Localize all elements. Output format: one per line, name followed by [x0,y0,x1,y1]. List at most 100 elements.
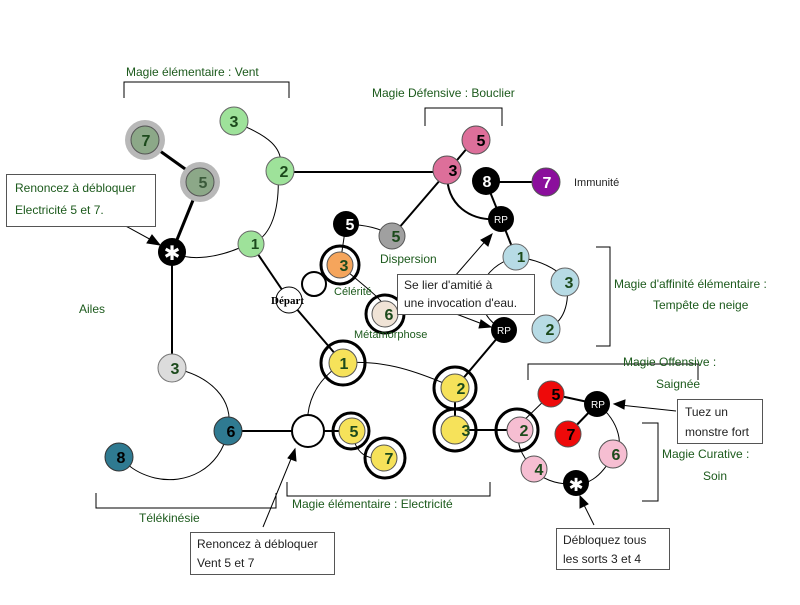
svg-text:2: 2 [520,423,529,440]
heal-node-6[interactable]: 6 [598,439,628,469]
bleed-rp-node[interactable]: RP [584,391,610,417]
svg-text:7: 7 [385,451,394,468]
bleed-node-7[interactable]: 7 [554,420,582,448]
svg-text:8: 8 [483,174,492,191]
svg-text:RP: RP [497,326,511,337]
svg-text:5: 5 [350,424,359,441]
elec-node-7[interactable]: 7 [370,444,398,472]
snow-rp-node[interactable]: RP [491,317,517,343]
svg-text:2: 2 [546,322,555,339]
svg-text:1: 1 [517,249,525,266]
svg-text:4: 4 [535,462,544,479]
svg-text:3: 3 [340,258,349,275]
svg-text:6: 6 [385,307,394,324]
start-node[interactable] [275,286,303,314]
note-line: Renoncez à débloquer [15,181,136,195]
halo-rings [319,244,540,480]
svg-text:6: 6 [227,424,236,441]
svg-text:6: 6 [612,447,621,464]
celerity-node-3[interactable]: 3 [326,251,354,279]
telekinesis-bracket [95,493,277,509]
affinity-title-line1: Magie d'affinité élémentaire : [614,277,767,291]
metamorphosis-label: Métamorphose [354,329,428,341]
shield-rp-node[interactable]: RP [488,206,514,232]
tele-node-8[interactable]: 8 [104,442,134,472]
note-line: Débloquez tous [563,533,647,547]
elec7-ring [363,436,407,480]
open-node [301,271,327,297]
renounce-wind-note: Renoncez à débloquer Vent 5 et 7 [190,532,335,575]
shield-node-8[interactable]: 8 [472,167,500,195]
svg-text:2: 2 [280,164,289,181]
dispersion-label: Dispersion [380,252,437,266]
wind-node-1[interactable]: 1 [237,230,265,258]
dark-node-5[interactable]: 5 [333,211,359,237]
elec-node-1[interactable]: 1 [328,348,358,378]
svg-text:5: 5 [199,175,208,192]
svg-text:3: 3 [565,275,574,292]
celerity-label: Célérité [334,286,372,298]
svg-text:1: 1 [340,356,349,373]
elec-node-3[interactable]: 3 [440,415,471,445]
snow-node-1[interactable]: 1 [502,243,530,271]
affinity-title-line2: Tempête de neige [653,298,749,312]
svg-text:3: 3 [171,361,180,378]
tele-node-6[interactable]: 6 [213,416,243,446]
svg-text:RP: RP [494,215,508,226]
note-line: Vent 5 et 7 [197,556,255,570]
asterisk-icon[interactable]: ✱ [158,238,186,266]
elec-node-5[interactable]: 5 [338,417,366,445]
telekinesis-label: Télékinésie [139,511,200,525]
shield-node-5[interactable]: 5 [461,125,491,155]
heal2-ring [494,407,540,453]
svg-text:7: 7 [142,133,151,150]
shield-bracket [424,107,503,126]
wind-node-7[interactable]: 7 [125,120,165,160]
svg-text:✱: ✱ [164,241,181,265]
wind-node-5[interactable]: 5 [180,162,220,202]
wings-node-3[interactable]: 3 [157,353,187,383]
immunity-node-7[interactable]: 7 [531,167,561,197]
metamorphosis-node-6[interactable]: 6 [371,300,399,328]
heal-node-4[interactable]: 4 [520,455,548,483]
wind-node-2[interactable]: 2 [265,156,295,186]
elec-node-2[interactable]: 2 [440,373,470,403]
start-label: Départ [271,295,304,307]
svg-text:7: 7 [567,427,576,444]
shield-node-3[interactable]: 3 [432,155,462,185]
note-line: monstre fort [685,425,750,439]
open-junction-node [291,414,325,448]
heal-node-2[interactable]: 2 [506,416,534,444]
brackets [95,81,699,509]
celerity-ring [319,244,361,286]
note-line: Electricité 5 et 7. [15,203,104,217]
affinity-bracket [596,246,611,347]
heal-asterisk-icon[interactable]: ✱ [563,470,589,496]
wind-node-3[interactable]: 3 [219,106,249,136]
svg-text:2: 2 [457,381,466,398]
curative-title-line1: Magie Curative : [662,447,750,461]
svg-text:✱: ✱ [568,475,583,496]
snow-node-2[interactable]: 2 [531,314,561,344]
snow-node-3[interactable]: 3 [550,267,580,297]
svg-text:5: 5 [392,229,401,246]
note-line: Se lier d'amitié à [404,278,493,292]
wind-title: Magie élémentaire : Vent [126,65,259,79]
dispersion-node-5[interactable]: 5 [378,222,406,250]
bleed-node-5[interactable]: 5 [537,380,565,408]
offensive-bracket [527,363,699,380]
svg-text:5: 5 [346,217,355,234]
immunity-label: Immunité [574,177,620,189]
wind-bracket [123,81,290,98]
nodes: 3 2 1 7 5 ✱ 3 [104,106,628,496]
svg-text:3: 3 [449,163,458,180]
note-line: Tuez un [685,405,728,419]
svg-text:5: 5 [477,133,486,150]
elec5-ring [331,411,371,451]
wings-label: Ailes [79,302,106,316]
svg-text:3: 3 [462,423,471,440]
electricity-bracket [286,482,491,497]
svg-text:3: 3 [230,114,239,131]
